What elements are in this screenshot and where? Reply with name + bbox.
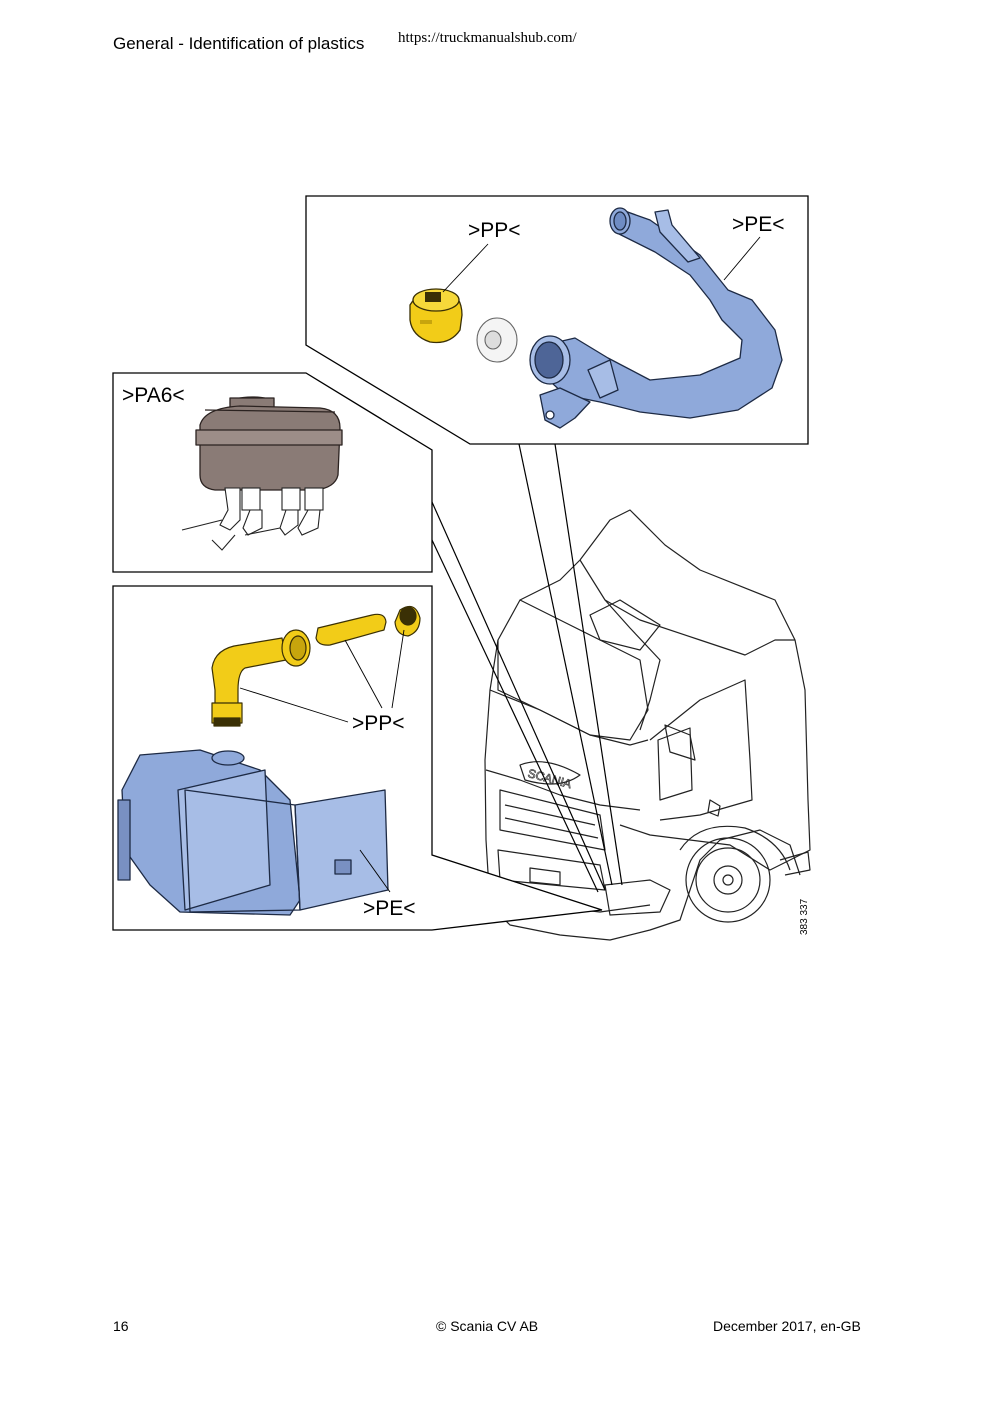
adblue-tank-panel: >PP< >PE<: [112, 585, 603, 931]
label-left-pp: >PP<: [352, 712, 405, 735]
label-top-pe: >PE<: [732, 213, 785, 236]
expansion-tank-panel: >PA6<: [112, 372, 433, 573]
tank-hoses: [181, 487, 324, 551]
label-pa6: >PA6<: [122, 384, 185, 407]
source-url[interactable]: https://truckmanualshub.com/: [398, 30, 577, 46]
figure-id: 383 337: [799, 898, 810, 935]
expansion-tank-pa6: [195, 396, 343, 491]
document-title: General - Identification of plastics: [113, 34, 365, 53]
filler-pipe-pe: [529, 207, 783, 429]
seal-ring-icon: [476, 317, 518, 363]
label-left-pe: >PE<: [363, 897, 416, 920]
page-number: 16: [113, 1318, 129, 1334]
label-top-pp: >PP<: [468, 219, 521, 242]
fuel-filler-panel: >PP< >PE<: [305, 195, 809, 445]
adblue-tank-pe: [117, 749, 389, 916]
fuel-cap-pp: [409, 288, 463, 344]
publication-date: December 2017, en-GB: [713, 1318, 861, 1334]
callout-lines: [431, 443, 623, 893]
truck-cab-illustration: SCANIA: [484, 509, 811, 941]
svg-text:SCANIA: SCANIA: [526, 766, 573, 791]
copyright: © Scania CV AB: [436, 1318, 539, 1334]
adblue-filler-pipe-pp: [211, 605, 421, 727]
